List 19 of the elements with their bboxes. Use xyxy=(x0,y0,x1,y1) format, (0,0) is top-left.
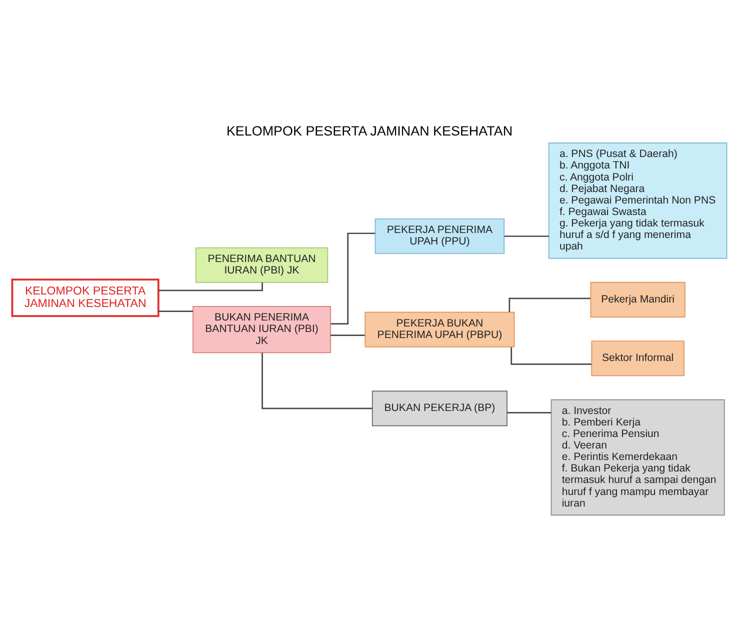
connector xyxy=(158,282,263,291)
node-box: PENERIMA BANTUAN IURAN (PBI) JK xyxy=(195,246,328,282)
node-box: a. Investor b. Pemberi Kerja c. Penerima Pensiun d. Veeran e. Perintis Kemerdekaan f. Bukan Pekerja yang tidak termasuk huruf a sampai dengan huruf f yang mampu membayar iuran xyxy=(550,398,725,516)
node-box: Pekerja Mandiri xyxy=(590,281,686,318)
node-box: PEKERJA PENERIMA UPAH (PPU) xyxy=(374,218,505,254)
node-box: BUKAN PEKERJA (BP) xyxy=(372,390,508,426)
node-box: Sektor Informal xyxy=(591,340,684,376)
connector xyxy=(510,346,592,364)
node-box: KELOMPOK PESERTA JAMINAN KESEHATAN xyxy=(11,278,160,317)
connector xyxy=(504,235,549,236)
connector xyxy=(507,412,552,413)
node-box: BUKAN PENERIMA BANTUAN IURAN (PBI) JK xyxy=(192,305,332,353)
connector xyxy=(158,310,193,312)
connector xyxy=(330,232,376,324)
connector xyxy=(262,352,372,409)
connector xyxy=(330,334,365,336)
node-box: a. PNS (Pusat & Daerah) b. Anggota TNI c. Anggota Polri d. Pejabat Negara e. Pegawai Pemerintah Non PNS f. Pegawai Swasta g. Pekerja yang tidak termasuk huruf a s/d f yang menerima upah xyxy=(548,142,728,258)
node-box: PEKERJA BUKAN PENERIMA UPAH (PBPU) xyxy=(364,311,515,347)
diagram-title: KELOMPOK PESERTA JAMINAN KESEHATAN xyxy=(226,122,513,138)
